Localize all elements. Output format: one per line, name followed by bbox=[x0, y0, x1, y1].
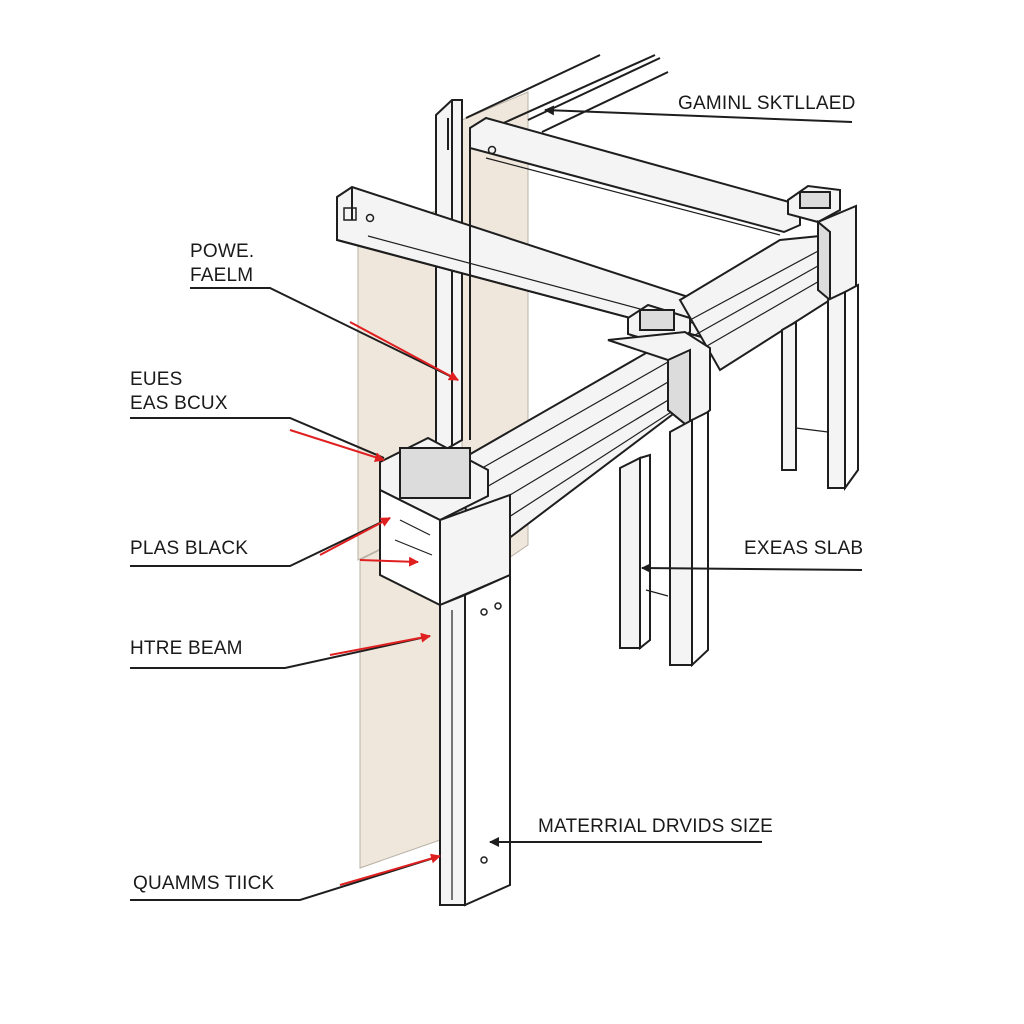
label-quamms-tiick: QUAMMS TIICK bbox=[133, 873, 275, 894]
label-htre-beam: HTRE BEAM bbox=[130, 638, 243, 659]
label-plas-black: PLAS BLACK bbox=[130, 538, 249, 559]
label-top-right: GAMINL SKTLLAED bbox=[678, 93, 856, 114]
corner-block-front bbox=[379, 436, 511, 607]
label-eues-line2: EAS BCUX bbox=[130, 393, 228, 414]
leader-powe bbox=[190, 287, 459, 381]
leader-top-right bbox=[544, 105, 853, 123]
label-exeas-slab: EXEAS SLAB bbox=[744, 538, 864, 559]
label-eues-line1: EUES bbox=[130, 369, 183, 390]
leader-eues bbox=[130, 417, 385, 463]
leader-quamms bbox=[130, 853, 441, 901]
label-powe-line1: POWE. bbox=[190, 241, 255, 262]
leader-plas bbox=[130, 517, 419, 567]
far-posts bbox=[781, 283, 859, 492]
middle-posts bbox=[619, 410, 709, 668]
leader-exeas bbox=[641, 563, 863, 574]
leader-htre bbox=[130, 632, 431, 669]
rear-beam bbox=[469, 116, 801, 440]
label-material-size: MATERRIAL DRVIDS SIZE bbox=[538, 816, 774, 837]
corner-block-mid bbox=[607, 303, 711, 431]
rear-post bbox=[435, 99, 463, 457]
label-powe-line2: FAELM bbox=[190, 265, 254, 286]
corner-block-far bbox=[787, 184, 857, 303]
front-post bbox=[439, 573, 511, 907]
